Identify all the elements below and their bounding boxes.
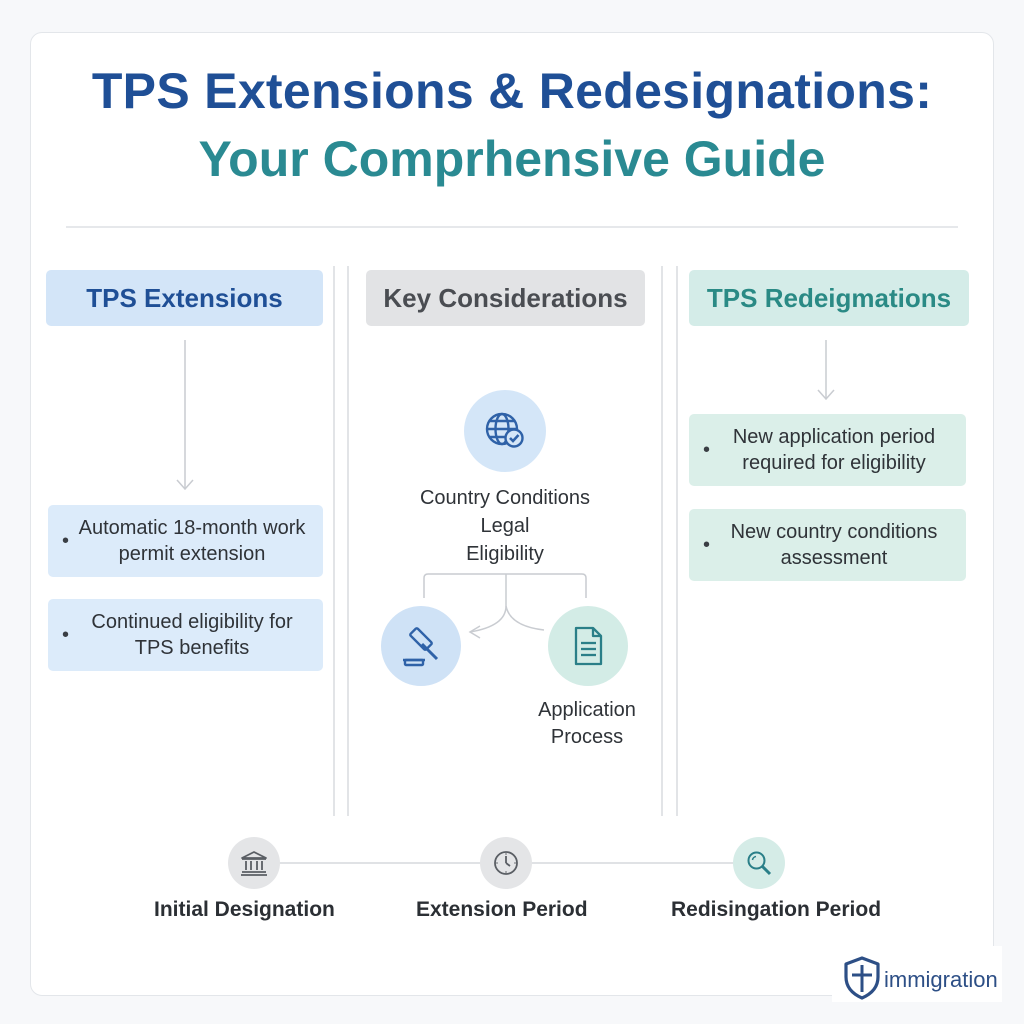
country-conditions-label: Country Conditions bbox=[419, 487, 591, 509]
process-label: Process bbox=[550, 726, 624, 748]
bullet: • bbox=[703, 534, 711, 556]
down-arrow-icon bbox=[176, 340, 194, 491]
eligibility-label: Eligibility bbox=[466, 543, 544, 565]
extensions-item: • Continued eligibility for TPS benefits bbox=[48, 599, 323, 671]
redesignations-header: TPS Redeigmations bbox=[689, 270, 969, 326]
column-divider bbox=[676, 266, 678, 816]
legal-label: Legal bbox=[480, 515, 530, 537]
timeline-label-redesignation: Redisingation Period bbox=[671, 898, 882, 921]
extensions-header: TPS Extensions bbox=[46, 270, 323, 326]
magnifier-icon bbox=[733, 837, 785, 889]
bullet: • bbox=[62, 624, 70, 646]
bank-icon bbox=[228, 837, 280, 889]
title-line-1: TPS Extensions & Redesignations: bbox=[91, 63, 933, 119]
gavel-icon bbox=[381, 606, 461, 686]
clock-icon bbox=[480, 837, 532, 889]
logo-text: immigration bbox=[884, 967, 998, 992]
redesignations-item-text: New country conditions assessment bbox=[730, 521, 938, 569]
timeline-label-initial: Initial Designation bbox=[154, 898, 335, 921]
redesignations-item: • New application period required for el… bbox=[689, 414, 966, 486]
column-divider bbox=[333, 266, 335, 816]
extensions-item-text: Automatic 18-month work permit extension bbox=[78, 517, 306, 565]
extensions-item-text: Continued eligibility for TPS benefits bbox=[91, 611, 293, 659]
column-divider bbox=[661, 266, 663, 816]
considerations-header: Key Considerations bbox=[366, 270, 645, 326]
globe-check-icon bbox=[464, 390, 546, 472]
column-divider bbox=[347, 266, 349, 816]
connector-lines bbox=[423, 573, 587, 639]
extensions-item: • Automatic 18-month work permit extensi… bbox=[48, 505, 323, 577]
title-divider bbox=[66, 226, 958, 228]
down-arrow-icon bbox=[817, 340, 835, 401]
bullet: • bbox=[703, 439, 711, 461]
shield-icon bbox=[844, 956, 880, 1000]
redesignations-item: • New country conditions assessment bbox=[689, 509, 966, 581]
bullet: • bbox=[62, 530, 70, 552]
document-icon bbox=[548, 606, 628, 686]
timeline-label-extension: Extension Period bbox=[416, 898, 588, 921]
application-label: Application bbox=[538, 699, 636, 721]
title-line-2: Your Comprhensive Guide bbox=[198, 131, 826, 187]
redesignations-item-text: New application period required for elig… bbox=[732, 426, 936, 474]
